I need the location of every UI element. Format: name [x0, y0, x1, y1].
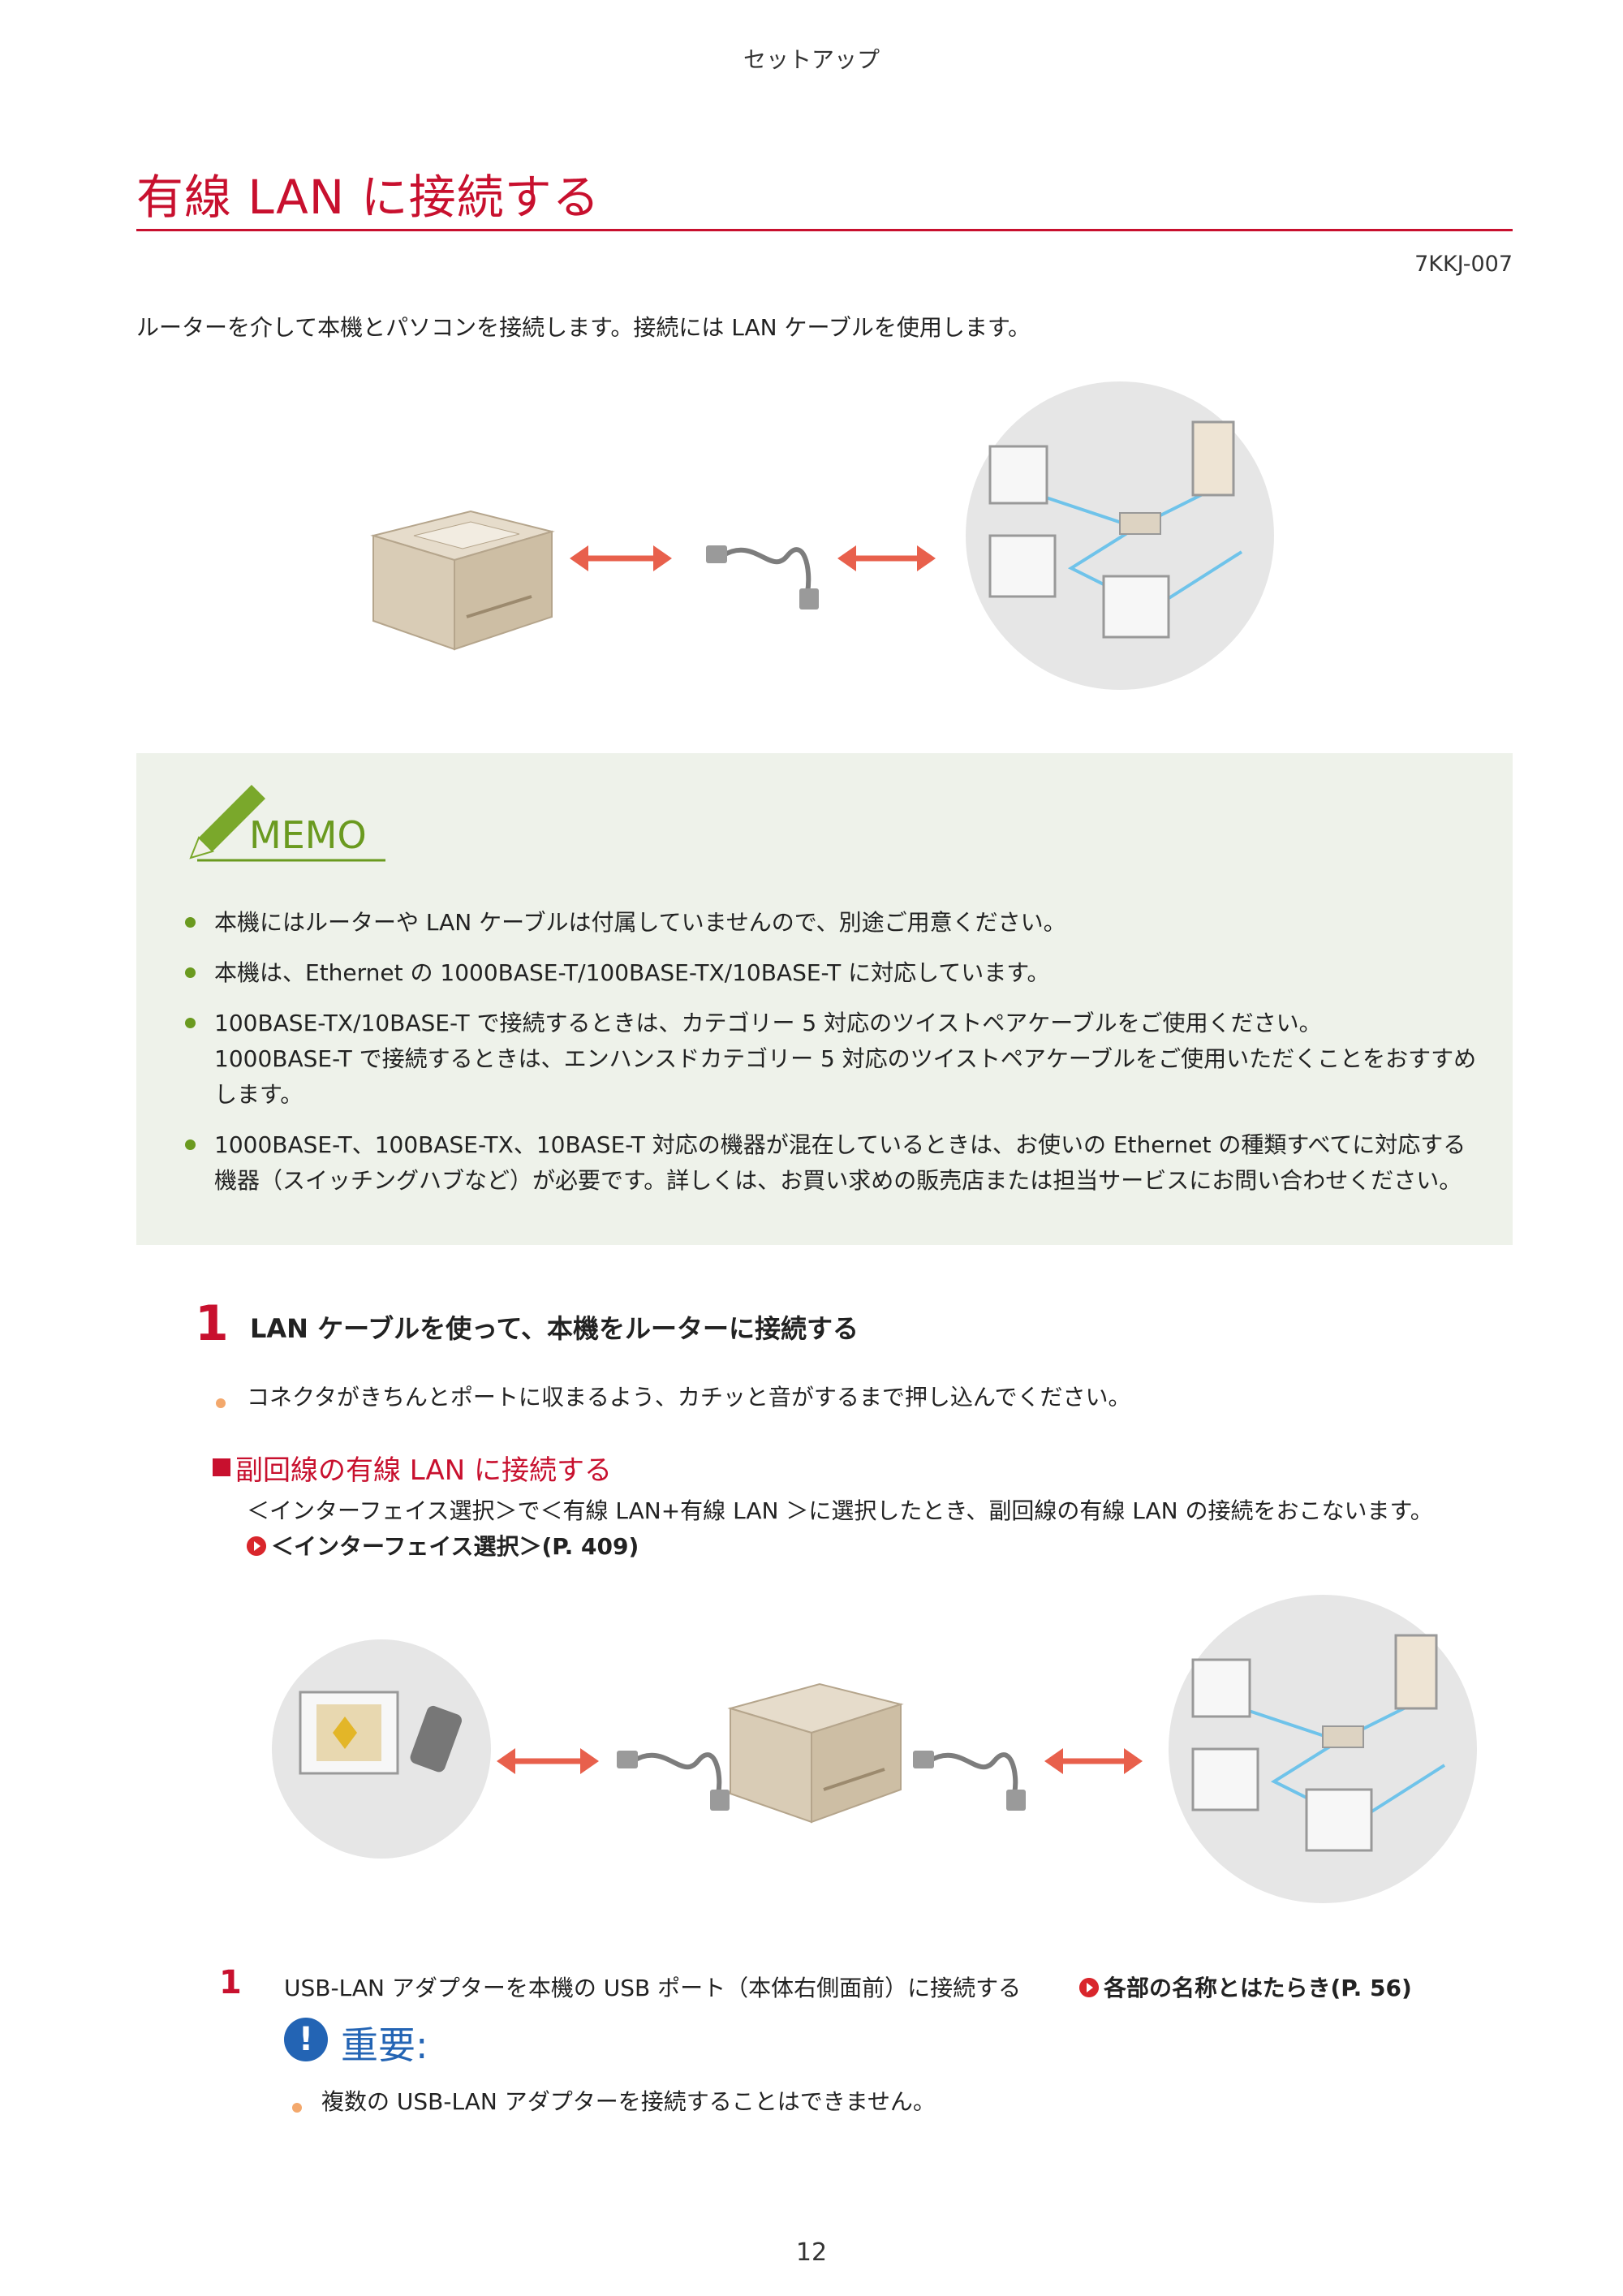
devices-circle: [272, 1639, 491, 1859]
bidirectional-arrow-icon: [497, 1748, 599, 1774]
intro-text: ルーターを介して本機とパソコンを接続します。接続には LAN ケーブルを使用しま…: [136, 314, 1031, 341]
memo-box: [136, 753, 1513, 1245]
memo-item: 本機にはルーターや LAN ケーブルは付属していませんので、別途ご用意ください。: [185, 905, 1483, 941]
square-bullet-icon: [213, 1458, 230, 1476]
memo-label: MEMO: [249, 813, 367, 857]
network-circle: [1169, 1595, 1477, 1903]
network-illustration-1: [370, 381, 1274, 690]
bidirectional-arrow-icon: [837, 545, 936, 571]
pencil-icon: [189, 785, 265, 859]
title-underline: [136, 229, 1513, 231]
important-note: 複数の USB-LAN アダプターを接続することはできません。: [321, 2088, 936, 2115]
page-header: セットアップ: [743, 46, 880, 73]
page-title: 有線 LAN に接続する: [136, 170, 601, 225]
exclamation-icon: !: [284, 2018, 328, 2061]
page-number: 12: [795, 2238, 828, 2267]
step-note: コネクタがきちんとポートに収まるよう、カチッと音がするまで押し込んでください。: [247, 1384, 1131, 1411]
memo-item: 本機は、Ethernet の 1000BASE-T/100BASE-TX/10B…: [185, 955, 1483, 991]
substep-number: 1: [219, 1964, 242, 2001]
subsection-text: ＜インターフェイス選択＞で＜有線 LAN+有線 LAN ＞に選択したとき、副回線…: [247, 1497, 1433, 1524]
memo-item: 1000BASE-T、100BASE-TX、10BASE-T 対応の機器が混在し…: [185, 1127, 1483, 1199]
bidirectional-arrow-icon: [1044, 1748, 1143, 1774]
bullet-icon: [292, 2103, 302, 2113]
arrow-link-icon: [247, 1536, 266, 1556]
printer-icon: [370, 510, 555, 651]
lan-cable-icon: [913, 1751, 1026, 1811]
document-id: 7KKJ-007: [1414, 252, 1513, 277]
step-title: LAN ケーブルを使って、本機をルーターに接続する: [250, 1313, 859, 1344]
step-number: 1: [195, 1295, 229, 1352]
lan-cable-icon: [617, 1751, 730, 1811]
arrow-link-icon: [1079, 1978, 1099, 1997]
bidirectional-arrow-icon: [570, 545, 672, 571]
network-illustration-2: [272, 1595, 1477, 1903]
network-circle: [966, 381, 1274, 690]
memo-item: 100BASE-TX/10BASE-T で接続するときは、カテゴリー 5 対応の…: [185, 1006, 1483, 1113]
interface-select-link[interactable]: ＜インターフェイス選択＞(P. 409): [271, 1533, 639, 1560]
bullet-icon: [216, 1398, 226, 1408]
important-label: 重要:: [341, 2023, 428, 2067]
subsection-title: 副回線の有線 LAN に接続する: [235, 1454, 613, 1487]
lan-cable-icon: [706, 545, 819, 610]
memo-header: MEMO: [189, 785, 385, 862]
substep-text: USB-LAN アダプターを本機の USB ポート（本体右側面前）に接続する: [284, 1975, 1022, 2001]
memo-list: 本機にはルーターや LAN ケーブルは付属していませんので、別途ご用意ください。…: [185, 905, 1483, 1213]
parts-names-link[interactable]: 各部の名称とはたらき(P. 56): [1104, 1975, 1412, 2001]
printer-icon: [727, 1682, 904, 1824]
